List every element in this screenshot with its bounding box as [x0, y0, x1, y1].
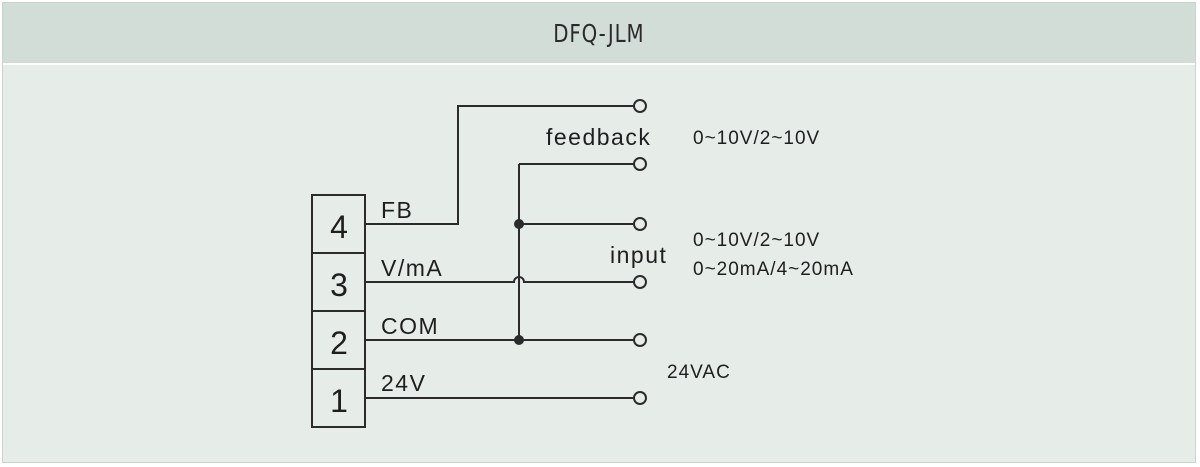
- input-range-voltage: 0~10V/2~10V: [693, 230, 820, 251]
- terminal-circle: [633, 99, 647, 113]
- wire-label-24v: 24V: [381, 370, 426, 396]
- terminal-circle: [633, 157, 647, 171]
- input-range-current: 0~20mA/4~20mA: [693, 259, 854, 280]
- wires: [365, 105, 634, 399]
- terminal-cell-4: [311, 194, 366, 254]
- terminal-circle: [633, 333, 647, 347]
- input-label: input: [610, 242, 667, 268]
- wire-label-fb: FB: [381, 197, 413, 223]
- terminal-number-2: 2: [330, 325, 348, 361]
- terminal-circle: [633, 217, 647, 231]
- junction-dot: [514, 335, 524, 345]
- terminal-number-1: 1: [330, 383, 348, 419]
- terminal-cell-3: [311, 252, 366, 312]
- terminal-number-3: 3: [330, 267, 348, 303]
- output-terminals: [633, 99, 647, 405]
- terminal-block: 4 3 2 1: [311, 194, 366, 428]
- wire-label-com: COM: [381, 313, 439, 339]
- feedback-range: 0~10V/2~10V: [693, 128, 820, 149]
- header-bar: DFQ-JLM: [3, 3, 1195, 65]
- wire-fb: [365, 105, 634, 225]
- diagram-title: DFQ-JLM: [553, 18, 645, 48]
- terminal-number-4: 4: [330, 209, 348, 245]
- feedback-label: feedback: [546, 124, 651, 150]
- wire-label-vma: V/mA: [381, 255, 443, 281]
- supply-label: 24VAC: [667, 362, 731, 383]
- junction-dot: [514, 219, 524, 229]
- terminal-cell-1: [311, 368, 366, 428]
- terminal-circle: [633, 275, 647, 289]
- terminal-circle: [633, 391, 647, 405]
